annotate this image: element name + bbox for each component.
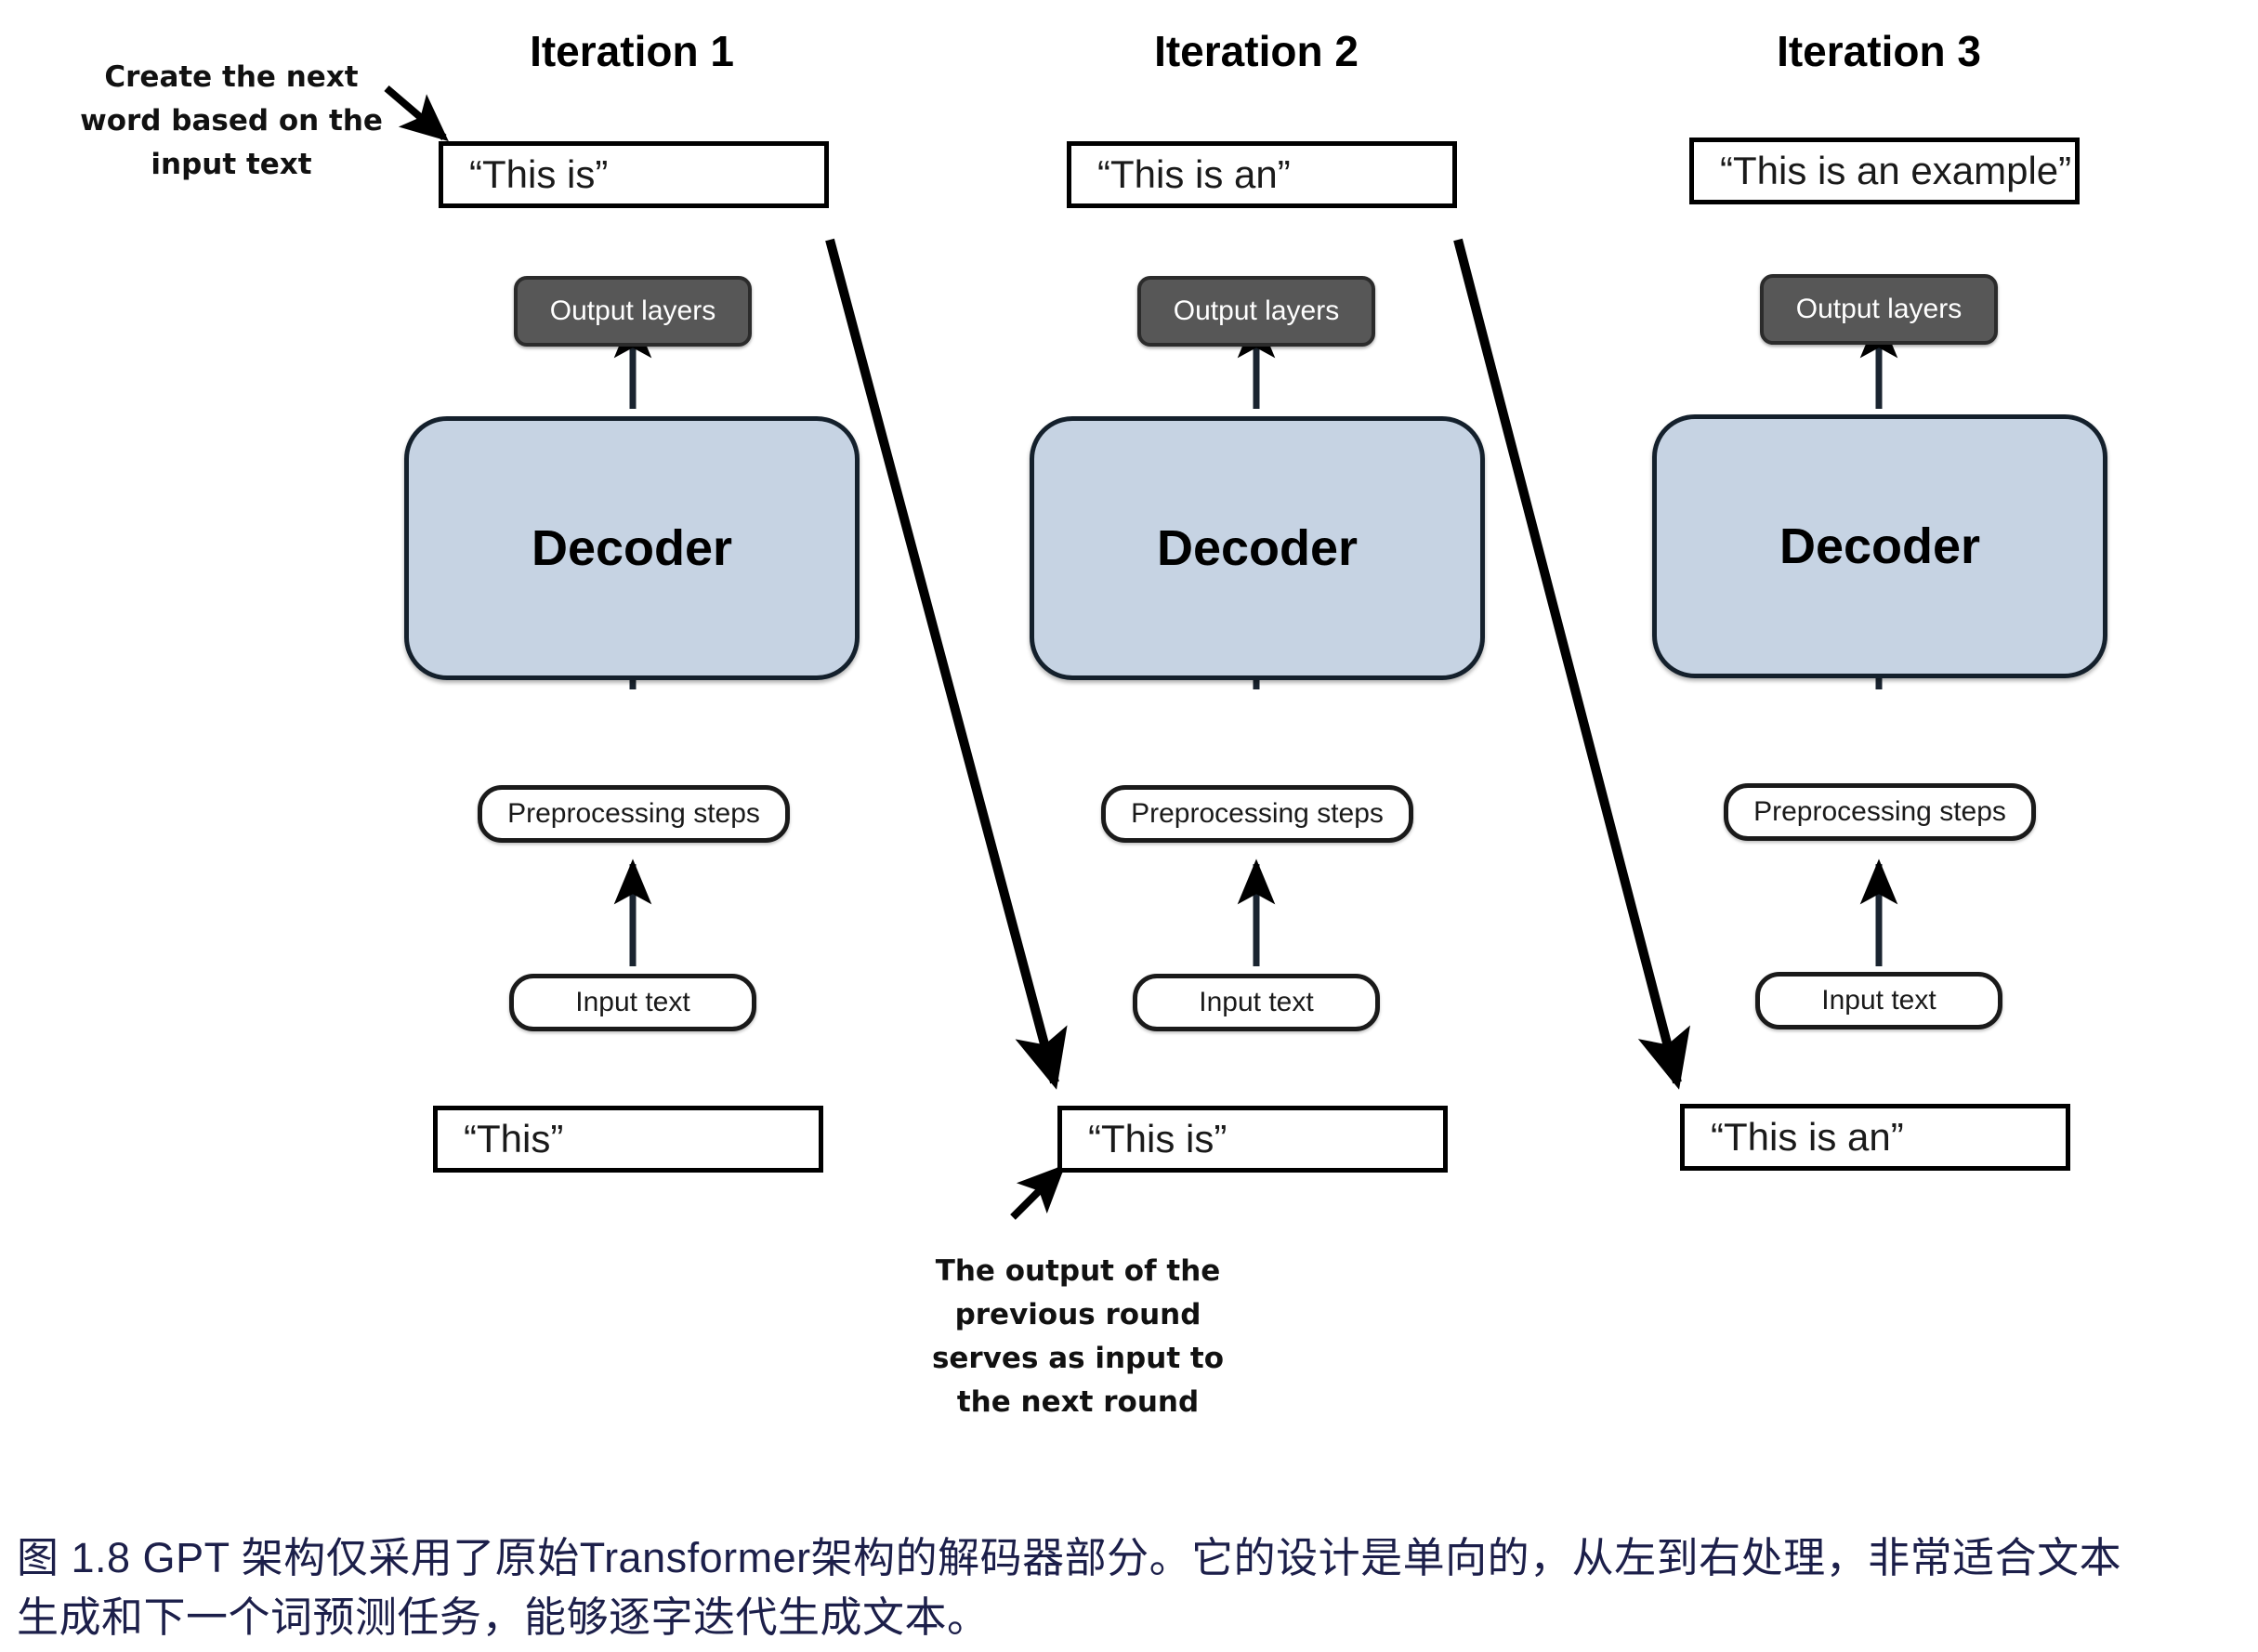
annotation-output-previous-round: The output of the previous round serves … — [931, 1254, 1225, 1420]
output-text-box-iteration-1[interactable]: “This is” — [439, 141, 829, 208]
decoder-box-iteration-2[interactable]: Decoder — [1030, 416, 1485, 680]
carryover-arrow-1-to-2 — [825, 238, 1068, 1090]
figure-caption: 图 1.8 GPT 架构仅采用了原始Transformer架构的解码器部分。它的… — [17, 1528, 2247, 1647]
input-text-box-iteration-1[interactable]: Input text — [509, 974, 756, 1031]
column-title-iteration-3: Iteration 3 — [1777, 27, 1981, 75]
input-text-box-iteration-2[interactable]: Input text — [1133, 974, 1380, 1031]
output-layers-box-iteration-1[interactable]: Output layers — [514, 276, 752, 347]
decoder-box-iteration-1[interactable]: Decoder — [404, 416, 860, 680]
output-layers-box-iteration-2[interactable]: Output layers — [1137, 276, 1375, 347]
annotation-pointer-top — [384, 85, 449, 142]
input-text-box-iteration-3[interactable]: Input text — [1755, 972, 2002, 1029]
caption-line-1: 图 1.8 GPT 架构仅采用了原始Transformer架构的解码器部分。它的… — [17, 1534, 2122, 1581]
output-layers-box-iteration-3[interactable]: Output layers — [1760, 274, 1998, 345]
column-title-iteration-2: Iteration 2 — [1154, 27, 1359, 75]
input-string-box-iteration-1[interactable]: “This” — [433, 1106, 823, 1173]
carryover-arrow-2-to-3 — [1453, 238, 1690, 1090]
annotation-pointer-bottom — [1010, 1164, 1066, 1220]
column-title-iteration-1: Iteration 1 — [530, 27, 734, 75]
preprocessing-steps-box-iteration-1[interactable]: Preprocessing steps — [478, 785, 790, 843]
output-text-box-iteration-2[interactable]: “This is an” — [1067, 141, 1457, 208]
annotation-create-next-word: Create the next word based on the input … — [80, 60, 383, 182]
output-text-box-iteration-3[interactable]: “This is an example” — [1689, 138, 2080, 204]
preprocessing-steps-box-iteration-3[interactable]: Preprocessing steps — [1724, 783, 2036, 841]
input-string-box-iteration-3[interactable]: “This is an” — [1680, 1104, 2070, 1171]
decoder-box-iteration-3[interactable]: Decoder — [1652, 414, 2107, 678]
gpt-iteration-diagram: Create the next word based on the input … — [80, 27, 2107, 1420]
preprocessing-steps-box-iteration-2[interactable]: Preprocessing steps — [1101, 785, 1413, 843]
caption-line-2: 生成和下一个词预测任务，能够逐字迭代生成文本。 — [17, 1593, 990, 1641]
input-string-box-iteration-2[interactable]: “This is” — [1057, 1106, 1448, 1173]
